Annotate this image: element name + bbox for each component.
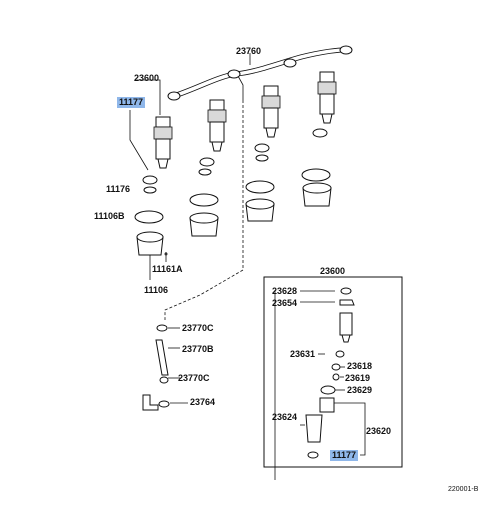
figure-code: 220001-B bbox=[448, 486, 479, 493]
label-23618: 23618 bbox=[347, 361, 373, 371]
nozzle-gaskets bbox=[134, 168, 331, 224]
label-23629: 23629 bbox=[347, 385, 373, 395]
label-11106: 11106 bbox=[144, 285, 169, 295]
label-11106B: 11106B bbox=[94, 211, 125, 221]
label-23631: 23631 bbox=[290, 349, 316, 359]
injection-pipe-harness bbox=[167, 45, 353, 101]
nozzle-holder-3 bbox=[261, 85, 281, 138]
label-23654: 23654 bbox=[272, 298, 298, 308]
nozzle-kit-parts bbox=[305, 287, 355, 459]
label-23770C-b: 23770C bbox=[178, 373, 210, 383]
nozzle-holder-4 bbox=[317, 71, 337, 124]
nozzle-seats bbox=[136, 182, 332, 256]
label-23619: 23619 bbox=[345, 373, 371, 383]
nozzle-holder-1 bbox=[153, 116, 173, 169]
label-23770B: 23770B bbox=[182, 344, 214, 354]
label-11177-box: 11177 bbox=[330, 450, 359, 461]
label-23764: 23764 bbox=[190, 397, 216, 407]
nozzle-seat-washers bbox=[142, 128, 328, 194]
nozzle-kit-box bbox=[263, 276, 403, 468]
label-11177-top: 11177 bbox=[117, 97, 146, 108]
label-11161A: 11161A bbox=[152, 264, 183, 274]
label-23620: 23620 bbox=[366, 426, 392, 436]
label-23600-top: 23600 bbox=[134, 73, 160, 83]
label-23770C-a: 23770C bbox=[182, 323, 214, 333]
leak-off-hose-parts bbox=[142, 324, 170, 411]
label-11176: 11176 bbox=[106, 184, 131, 194]
label-23628: 23628 bbox=[272, 286, 298, 296]
nozzle-holder-2 bbox=[207, 99, 227, 152]
label-23600-box: 23600 bbox=[320, 266, 346, 276]
label-23624: 23624 bbox=[272, 412, 298, 422]
label-23760: 23760 bbox=[236, 46, 262, 56]
